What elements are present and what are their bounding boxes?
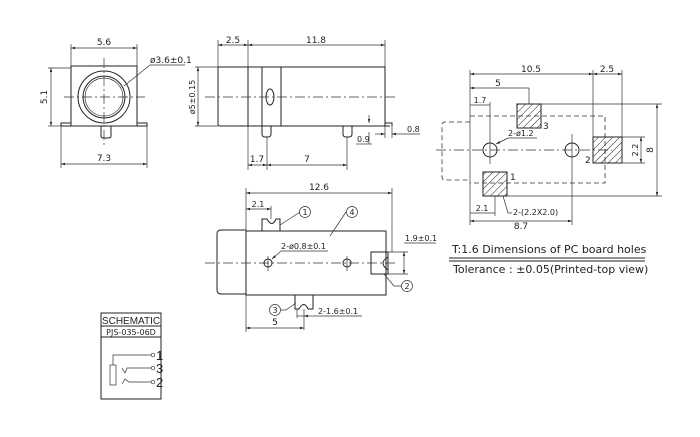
dim-front-width: 5.6 xyxy=(97,38,112,48)
dim-pcb-hole-label: 2-ø1.2 xyxy=(508,129,534,138)
dim-side-tab-height: 0.9 xyxy=(357,135,370,144)
svg-text:4: 4 xyxy=(349,208,354,217)
dim-pcb-pad1-pos: 2.1 xyxy=(476,204,489,213)
dim-pcb-height: 8 xyxy=(646,147,656,153)
dim-pcb-pad3-pos: 5 xyxy=(495,79,501,89)
note-line-2: Tolerance : ±0.05(Printed-top view) xyxy=(452,263,648,276)
pad-label-1: 1 xyxy=(510,173,516,183)
dim-bottom-peg-label: 2-ø0.8±0.1 xyxy=(281,242,326,251)
schematic-sleeve xyxy=(109,364,117,386)
side-view: 2.5 11.8 ø5±0.15 1.7 7 0.9 0.8 xyxy=(188,36,420,170)
dim-pcb-hole1-pos: 1.7 xyxy=(474,96,487,105)
front-view: 5.6 5.1 ø3.6±0.1 7.3 xyxy=(40,38,192,168)
dim-front-base-width: 7.3 xyxy=(97,154,111,164)
pad-label-3: 3 xyxy=(543,122,549,132)
side-pin-2 xyxy=(342,126,353,138)
bottom-nose xyxy=(216,229,246,295)
dim-bottom-slot-label: 2-1.6±0.1 xyxy=(318,307,358,316)
dim-pcb-hole-spacing: 8.7 xyxy=(514,222,528,232)
pcb-layout: 3 2 1 10.5 2.5 5 1.7 2-ø1.2 2.2 8 xyxy=(436,65,662,232)
schematic-box: SCHEMATIC PJS-035-06D 1 3 2 xyxy=(100,312,163,400)
callout-1 xyxy=(299,206,311,218)
schematic-part-number: PJS-035-06D xyxy=(106,328,156,337)
pad-label-2: 2 xyxy=(585,156,591,166)
svg-text:1: 1 xyxy=(302,208,307,217)
bottom-pin-3 xyxy=(294,295,314,310)
dim-pcb-overall: 10.5 xyxy=(521,65,541,75)
dim-bottom-pin1-pos: 2.1 xyxy=(252,200,265,209)
dim-bottom-pin3-pos: 5 xyxy=(272,318,278,328)
pcb-pad-2 xyxy=(592,136,623,164)
dim-pcb-pad2-width: 2.5 xyxy=(600,65,614,75)
note-line-1: T:1.6 Dimensions of PC board holes xyxy=(451,243,647,256)
dim-side-front: 2.5 xyxy=(226,36,240,46)
dim-front-bore: ø3.6±0.1 xyxy=(150,56,192,66)
dim-bottom-length: 12.6 xyxy=(309,183,329,193)
dim-pcb-pad-size: 2-(2.2X2.0) xyxy=(513,208,558,217)
schematic-pin-2: 2 xyxy=(156,375,163,390)
bottom-pin-1 xyxy=(261,218,281,231)
side-pin-1 xyxy=(261,126,272,138)
callout-3 xyxy=(269,304,281,316)
schematic-title: SCHEMATIC xyxy=(102,316,160,327)
callout-4 xyxy=(346,206,358,218)
pcb-pad-1 xyxy=(482,171,508,197)
dim-side-tab-thickness: 0.8 xyxy=(407,125,420,134)
svg-text:3: 3 xyxy=(272,306,277,315)
schematic-pin-3: 3 xyxy=(156,361,163,376)
pcb-nose-outline xyxy=(441,121,470,181)
schematic-pin-1: 1 xyxy=(156,348,163,363)
dim-pcb-pad2-height: 2.2 xyxy=(631,144,640,157)
notes: T:1.6 Dimensions of PC board holes Toler… xyxy=(449,243,648,276)
callout-2 xyxy=(401,280,413,292)
pcb-pad-3 xyxy=(516,103,542,129)
front-pin xyxy=(100,126,112,139)
dim-side-pin1: 1.7 xyxy=(250,155,264,165)
dim-bottom-pin2-width: 1.9±0.1 xyxy=(405,234,437,243)
bottom-view: 12.6 2.1 1 4 2 3 2-ø0.8±0.1 1.9±0.1 2- xyxy=(205,183,437,332)
dim-side-body: 11.8 xyxy=(306,36,326,46)
dim-side-diameter: ø5±0.15 xyxy=(188,80,197,115)
svg-text:2: 2 xyxy=(404,282,409,291)
side-body xyxy=(247,66,386,127)
side-nose xyxy=(217,66,249,127)
dim-side-pin-spacing: 7 xyxy=(304,155,310,165)
dim-front-height: 5.1 xyxy=(40,90,50,104)
